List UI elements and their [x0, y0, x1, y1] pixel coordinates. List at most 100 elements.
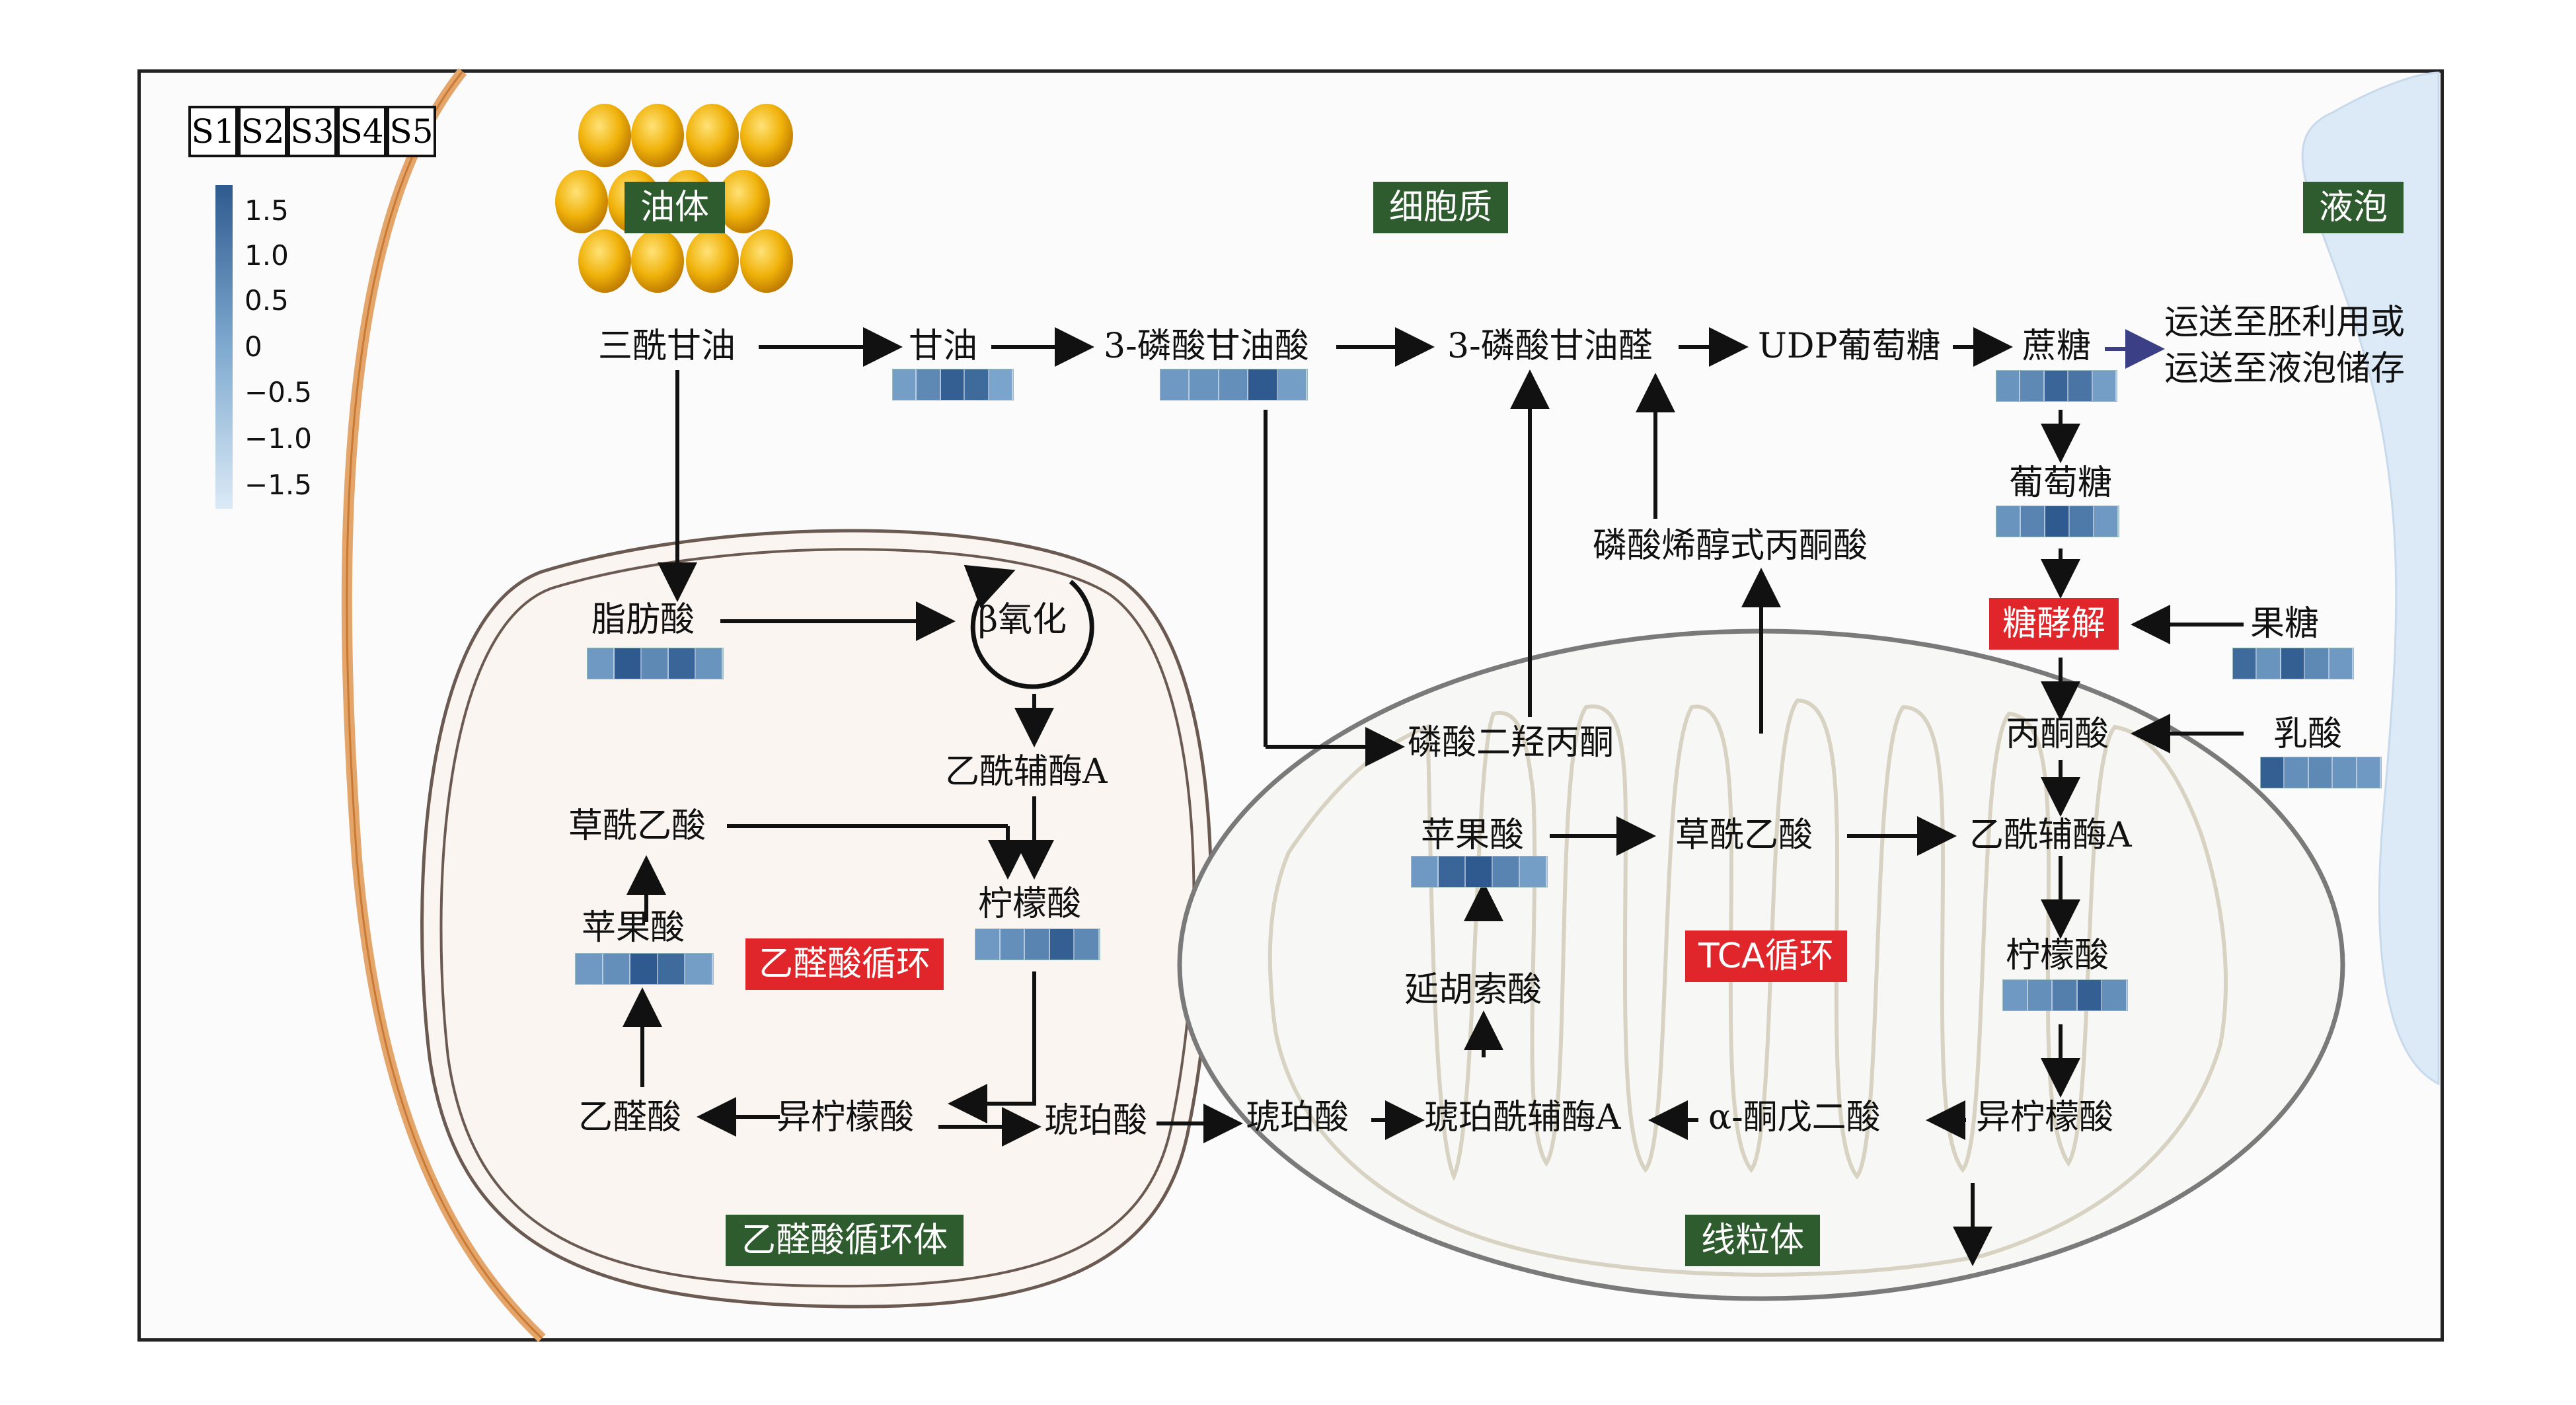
sample-label: S4 — [337, 106, 387, 157]
tca-cycle-label: TCA循环 — [1685, 930, 1847, 983]
metabolite-lactate: 乳酸 — [2273, 714, 2343, 754]
metabolite-succinate: 琥珀酸 — [1044, 1101, 1148, 1141]
metabolite-succinate: 琥珀酸 — [1246, 1098, 1349, 1137]
heatmap-cell — [2094, 506, 2119, 537]
metabolite-tag: 三酰甘油 — [598, 326, 736, 366]
transport-note-2: 运送至液泡储存 — [2164, 349, 2406, 389]
oil-body-droplets — [555, 104, 793, 293]
heatmap-cell — [2281, 648, 2306, 679]
sample-label: S1 — [188, 106, 238, 157]
heatmap-glycerol — [892, 369, 1014, 400]
heatmap-citrate-mito — [2002, 979, 2128, 1011]
metabolite-succinyl-coa: 琥珀酰辅酶A — [1424, 1098, 1621, 1137]
legend-tick: 1.5 — [245, 194, 289, 227]
metabolite-isocitrate: 异柠檬酸 — [777, 1098, 915, 1137]
heatmap-cell — [2329, 648, 2354, 679]
metabolite-oxaloacetate: 草酰乙酸 — [1675, 816, 1813, 855]
heatmap-cell — [2261, 757, 2285, 788]
metabolite-acetyl-coa: 乙酰辅酶A — [945, 752, 1108, 792]
metabolite-fructose: 果糖 — [2250, 604, 2320, 644]
heatmap-cell — [669, 648, 696, 679]
heatmap-cell — [1412, 856, 1439, 887]
heatmap-cell — [1493, 856, 1520, 887]
heatmap-cell — [1190, 369, 1219, 400]
heatmap-cell — [1996, 371, 2021, 401]
vacuole-shape — [2301, 71, 2440, 1086]
heatmap-citrate-glyox — [975, 929, 1100, 960]
heatmap-cell — [1466, 856, 1493, 887]
metabolite-g3p: 3-磷酸甘油酸 — [1104, 326, 1309, 366]
metabolite-dhap: 磷酸二羟丙酮 — [1408, 723, 1614, 763]
heatmap-fatty-acid — [587, 648, 724, 679]
mitochondria-label: 线粒体 — [1685, 1215, 1821, 1267]
heatmap-cell — [975, 929, 1001, 960]
heatmap-cell — [917, 369, 941, 400]
heatmap-cell — [587, 648, 615, 679]
glycolysis-label: 糖酵解 — [1989, 598, 2119, 650]
heatmap-cell — [1049, 929, 1075, 960]
cytoplasm-label: 细胞质 — [1373, 182, 1509, 234]
vacuole-label: 液泡 — [2303, 182, 2404, 234]
heatmap-lactate — [2260, 757, 2382, 788]
heatmap-cell — [2077, 980, 2103, 1010]
heatmap-malate-glyox — [575, 953, 714, 985]
glyoxysome-shape — [420, 529, 1213, 1309]
sample-label: S5 — [387, 106, 436, 157]
heatmap-cell — [2102, 980, 2127, 1010]
heatmap-cell — [615, 648, 642, 679]
heatmap-cell — [2045, 506, 2070, 537]
heatmap-cell — [685, 954, 713, 984]
sample-label: S2 — [238, 106, 287, 157]
metabolite-g3pal: 3-磷酸甘油醛 — [1447, 326, 1653, 366]
glyoxylate-cycle-label: 乙醛酸循环 — [745, 938, 944, 991]
metabolite-fumarate: 延胡索酸 — [1404, 970, 1542, 1010]
metabolite-oxaloacetate: 草酰乙酸 — [568, 806, 706, 846]
legend-tick: 0 — [245, 330, 262, 363]
heatmap-cell — [2257, 648, 2281, 679]
heatmap-cell — [2068, 371, 2093, 401]
heatmap-cell — [1000, 929, 1026, 960]
heatmap-cell — [2092, 371, 2117, 401]
heatmap-cell — [2070, 506, 2094, 537]
metabolite-acetyl-coa: 乙酰辅酶A — [1969, 816, 2132, 855]
heatmap-cell — [1996, 506, 2021, 537]
heatmap-cell — [642, 648, 669, 679]
heatmap-glucose — [1996, 506, 2119, 537]
beta-oxidation-label: β氧化 — [978, 600, 1067, 640]
heatmap-cell — [603, 954, 631, 984]
heatmap-cell — [2053, 980, 2078, 1010]
heatmap-sucrose — [1996, 370, 2117, 402]
metabolite-glucose: 葡萄糖 — [2009, 463, 2113, 503]
heatmap-cell — [630, 954, 658, 984]
heatmap-cell — [1160, 369, 1190, 400]
heatmap-cell — [893, 369, 917, 400]
legend-tick: −1.5 — [245, 469, 312, 501]
oil-body-label: 油体 — [625, 182, 726, 234]
beta-oxidation-cycle — [964, 565, 1094, 689]
heatmap-cell — [1075, 929, 1100, 960]
heatmap-cell — [965, 369, 989, 400]
metabolite-malate: 苹果酸 — [1421, 816, 1525, 855]
legend-tick: 0.5 — [245, 284, 289, 317]
legend-color-bar — [215, 185, 233, 509]
legend-tick: 1.0 — [245, 239, 289, 272]
heatmap-cell — [2021, 506, 2045, 537]
heatmap-cell — [989, 369, 1014, 400]
heatmap-cell — [1520, 856, 1547, 887]
heatmap-cell — [658, 954, 686, 984]
glyoxysome-label: 乙醛酸循环体 — [726, 1215, 964, 1267]
heatmap-cell — [1025, 929, 1050, 960]
heatmap-cell — [2305, 648, 2330, 679]
metabolite-glyoxylate: 乙醛酸 — [578, 1098, 682, 1137]
heatmap-fructose — [2232, 648, 2354, 679]
metabolite-isocitrate: 异柠檬酸 — [1976, 1098, 2114, 1137]
heatmap-cell — [1219, 369, 1249, 400]
heatmap-cell — [2027, 980, 2053, 1010]
sample-label: S3 — [287, 106, 337, 157]
pathway-arrows — [623, 327, 2244, 1266]
transport-note-1: 运送至胚利用或 — [2164, 303, 2406, 342]
heatmap-cell — [2044, 371, 2069, 401]
metabolite-fatty-acid: 脂肪酸 — [591, 600, 695, 640]
heatmap-cell — [1439, 856, 1466, 887]
